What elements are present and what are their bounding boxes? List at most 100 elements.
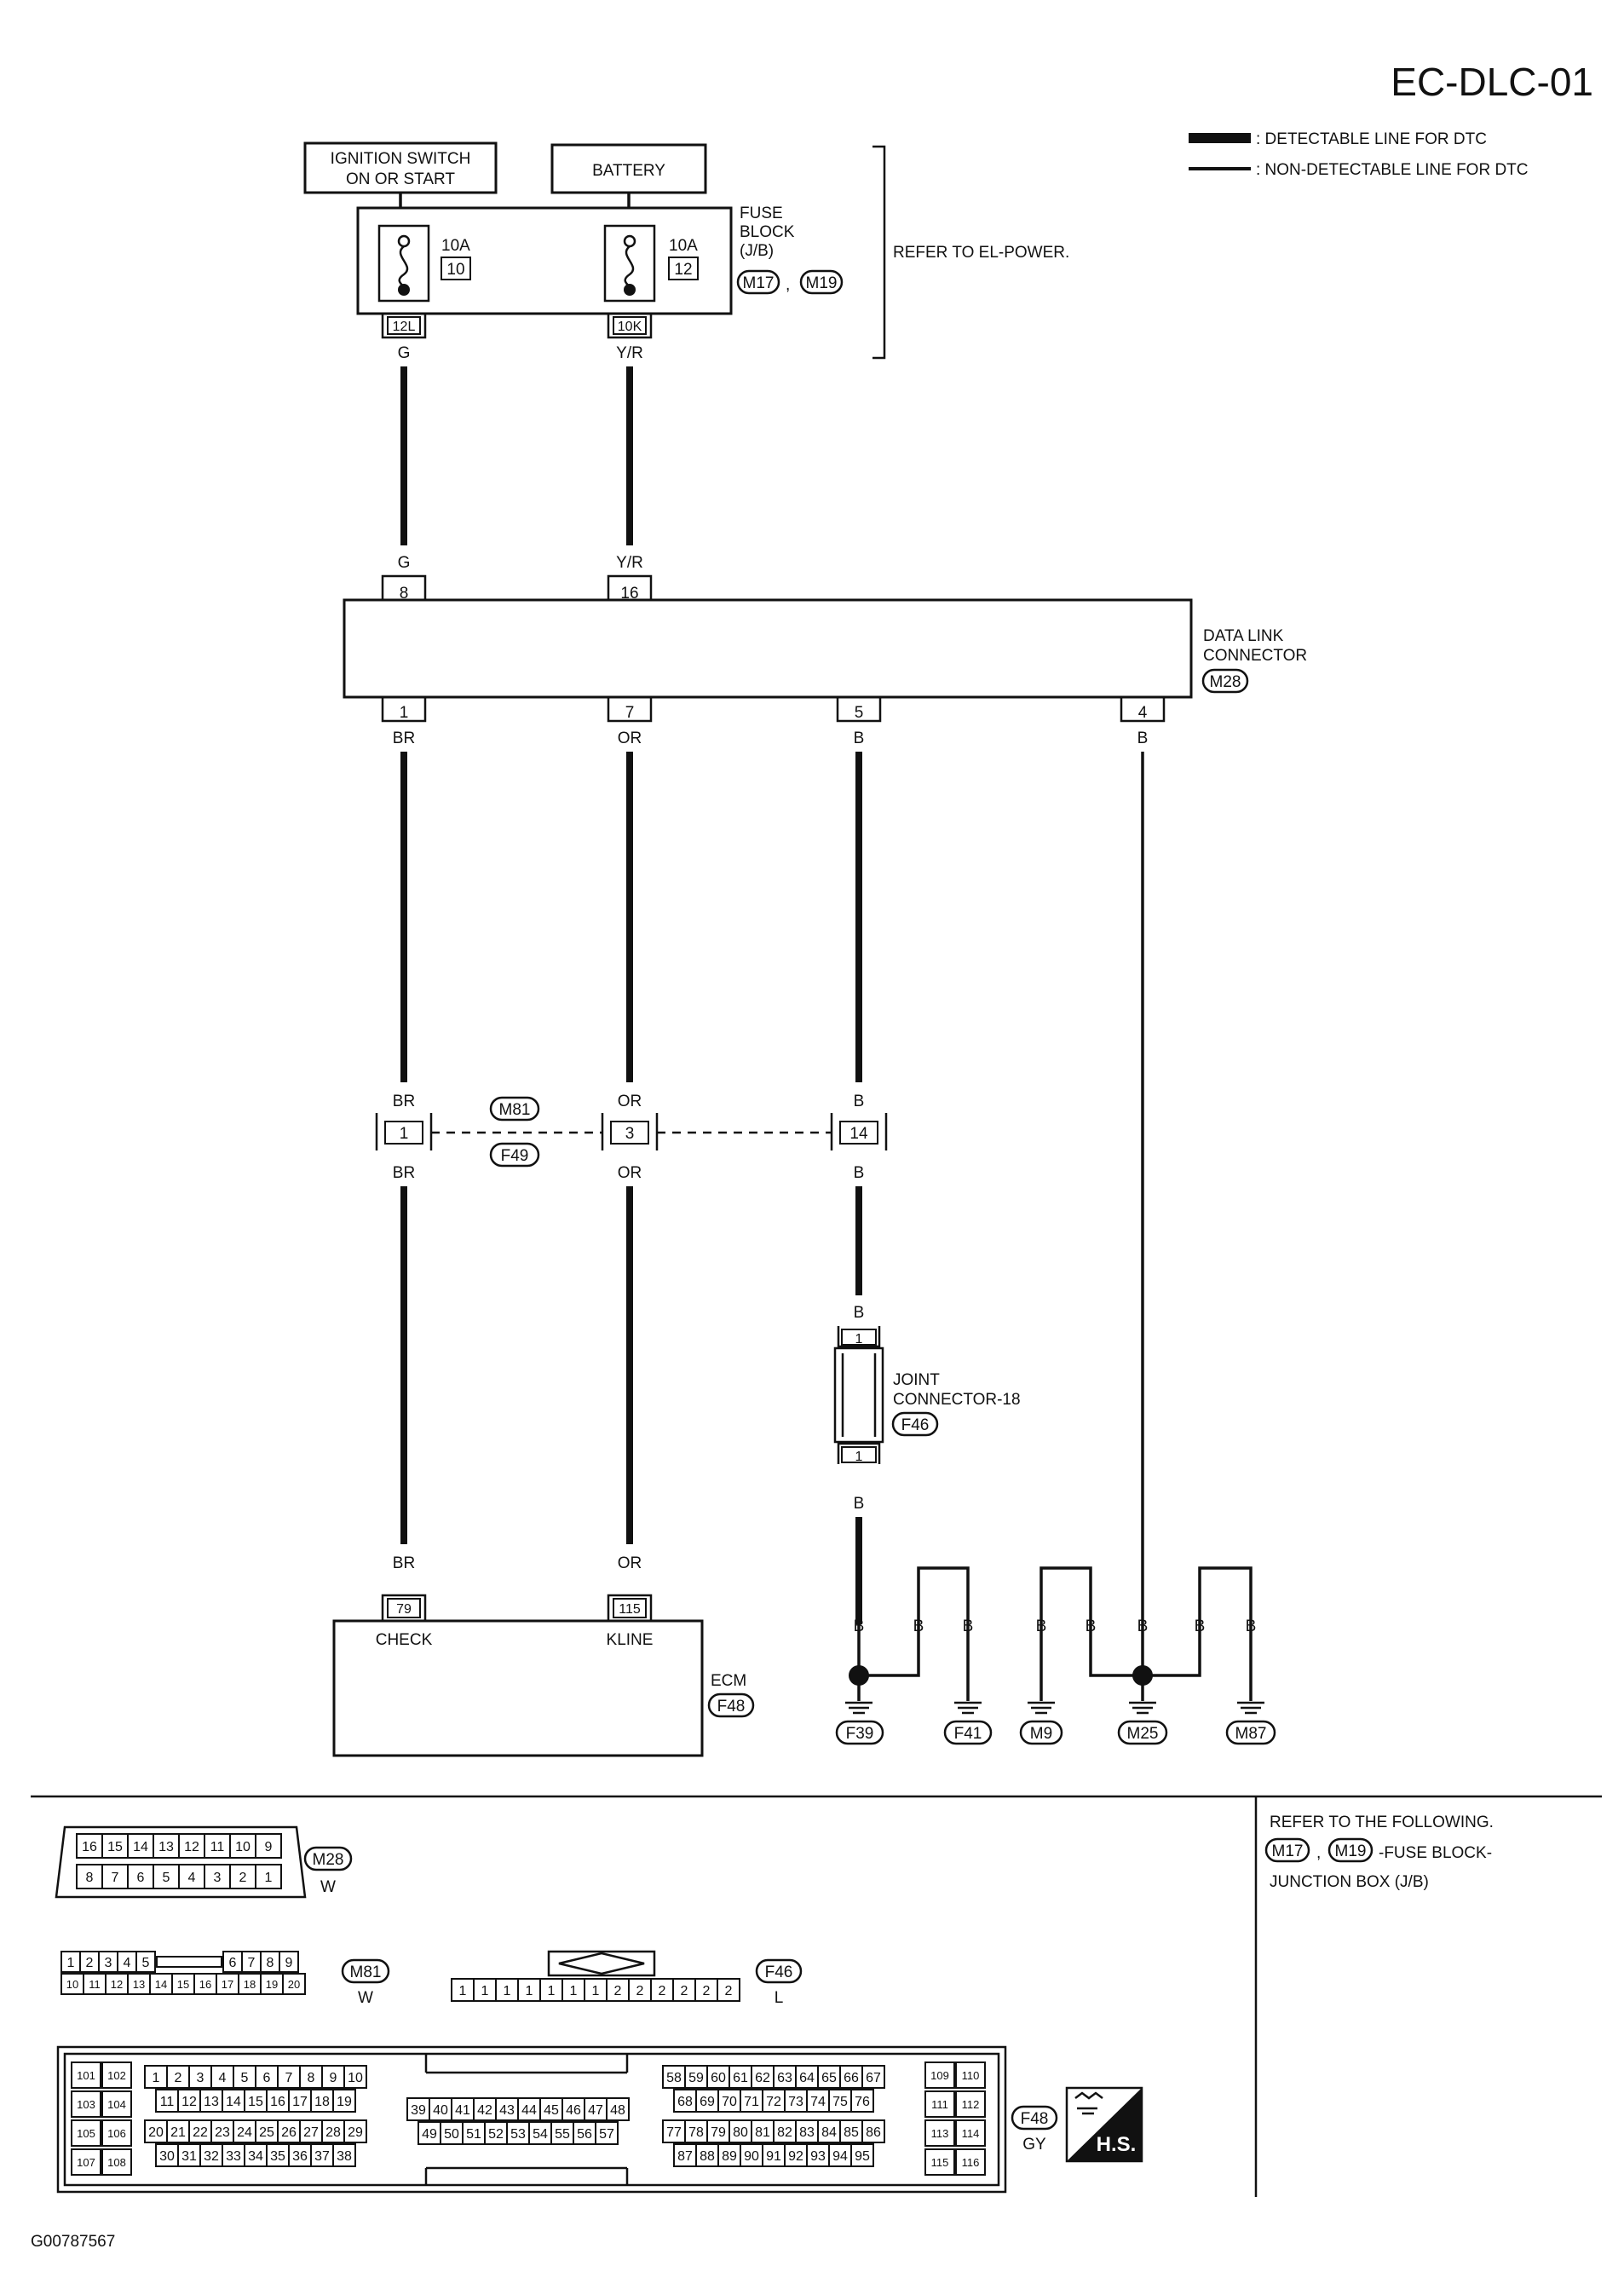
dlc-pin-5: 5 [836,697,882,723]
wire-color-b-g3: B [1036,1617,1047,1635]
f48-pin-58: 58 [662,2065,686,2089]
f46-cell-2-label: 2 [681,1984,688,1998]
f48-pin-65-label: 65 [821,2071,837,2085]
wire-color-or-4: OR [618,1554,642,1572]
f48-pin-35-label: 35 [270,2149,285,2164]
f46-cell-2: 2 [717,1978,740,2002]
battery-box: BATTERY [550,143,707,194]
m81-pin-5: 5 [135,1951,156,1973]
m81-pin-7-label: 7 [248,1956,256,1970]
f48-pin-19-label: 19 [337,2095,352,2109]
joint-label-2: CONNECTOR-18 [893,1391,1021,1409]
m28-pin-4: 4 [178,1864,205,1889]
f48-pin-80-label: 80 [733,2125,748,2140]
hs-label: H.S. [1097,2133,1137,2156]
f48-pin-84-label: 84 [821,2125,837,2140]
m81-pin-1-label: 1 [67,1956,75,1970]
f48-pin-50-label: 50 [444,2127,459,2142]
f48-pin-81: 81 [751,2119,775,2143]
f48-pin-116-label: 116 [962,2156,980,2169]
f48-pin-75: 75 [828,2089,852,2113]
f48-pin-31-label: 31 [181,2149,197,2164]
m28-pin-8: 8 [76,1864,103,1889]
f48-pin-41: 41 [451,2097,475,2121]
f48-pin-82: 82 [773,2119,797,2143]
ecm-connector: F48 [717,1698,746,1715]
m28-pin-6: 6 [127,1864,154,1889]
legend: : DETECTABLE LINE FOR DTC : NON-DETECTAB… [1189,130,1529,179]
f48-pin-107-label: 107 [77,2156,95,2169]
f46-cell-1-label: 1 [526,1984,533,1998]
m28-pin-11: 11 [204,1833,231,1859]
f48-pin-13-label: 13 [204,2095,219,2109]
f48-pin-95: 95 [850,2143,874,2167]
f48-pin-27-label: 27 [303,2125,319,2140]
f48-pin-18: 18 [310,2089,334,2113]
m28-pin-14-label: 14 [133,1840,148,1854]
f48-pin-87: 87 [673,2143,697,2167]
dlc-pin-4: 4 [1120,697,1166,723]
m28-pin-12-label: 12 [184,1840,199,1854]
f48-pin-57-label: 57 [599,2127,614,2142]
ecm-box [332,1619,704,1757]
ground-label-m9: M9 [1030,1725,1052,1743]
f48-pin-92-label: 92 [788,2149,803,2164]
ignition-switch-box: IGNITION SWITCH ON OR START [303,141,498,194]
m28-pin-13: 13 [153,1833,180,1859]
m81-pin-1: 1 [60,1951,81,1973]
f46-cell-1-label: 1 [548,1984,556,1998]
f48-pin-34: 34 [244,2143,268,2167]
f48-pin-26-label: 26 [281,2125,297,2140]
m28-pin-11-label: 11 [210,1840,225,1854]
f48-pin-21-label: 21 [170,2125,186,2140]
footer-code: G00787567 [31,2233,115,2251]
f48-pin-10-label: 10 [348,2071,363,2085]
fuse-block-label-3: (J/B) [740,242,774,260]
f46-cell-2-label: 2 [659,1984,666,1998]
inline-pin-14: 14 [830,1113,888,1150]
f48-pin-116: 116 [955,2148,986,2176]
f48-pin-52-label: 52 [488,2127,504,2142]
m81-pin-11-label: 11 [89,1978,101,1991]
f48-pin-111-label: 111 [931,2098,948,2111]
f48-pin-6-label: 6 [263,2071,271,2085]
f48-pin-62-label: 62 [755,2071,770,2085]
f48-pin-4: 4 [210,2065,234,2089]
m28-pin-6-label: 6 [137,1871,145,1885]
f48-pin-83: 83 [795,2119,819,2143]
wire-color-g-bottom: G [398,554,411,572]
f48-pin-74: 74 [806,2089,830,2113]
m28-pin-2: 2 [229,1864,256,1889]
f48-pin-32-label: 32 [204,2149,219,2164]
refer-el-power: REFER TO EL-POWER. [893,244,1069,262]
f48-pin-20-label: 20 [148,2125,164,2140]
f48-pin-16: 16 [266,2089,290,2113]
m28-pin-5: 5 [153,1864,180,1889]
m81-pin-9-label: 9 [285,1956,293,1970]
f48-pin-33: 33 [222,2143,245,2167]
m28-pin-3: 3 [204,1864,231,1889]
f48-pin-30-label: 30 [159,2149,175,2164]
f46-cell-2-label: 2 [636,1984,644,1998]
f48-pin-21: 21 [166,2119,190,2143]
fuse-block-label-2: BLOCK [740,223,795,241]
f48-pin-18-label: 18 [314,2095,330,2109]
f48-pin-85-label: 85 [844,2125,859,2140]
svg-text:79: 79 [396,1602,412,1617]
f48-pin-102-label: 102 [107,2069,126,2082]
m81-pin-8-label: 8 [267,1956,274,1970]
wire-color-br-1: BR [393,729,415,747]
legend-nondetectable-text: : NON-DETECTABLE LINE FOR DTC [1256,161,1529,179]
f48-pin-110: 110 [955,2061,986,2089]
m81-key [156,1956,222,1968]
ignition-line2: ON OR START [346,170,455,188]
f48-pin-49-label: 49 [422,2127,437,2142]
f48-pin-90: 90 [740,2143,763,2167]
f48-pin-83-label: 83 [799,2125,815,2140]
f48-pin-45-label: 45 [544,2103,559,2118]
f48-pin-73-label: 73 [788,2095,803,2109]
f48-pin-26: 26 [277,2119,301,2143]
f48-pin-4-label: 4 [219,2071,227,2085]
